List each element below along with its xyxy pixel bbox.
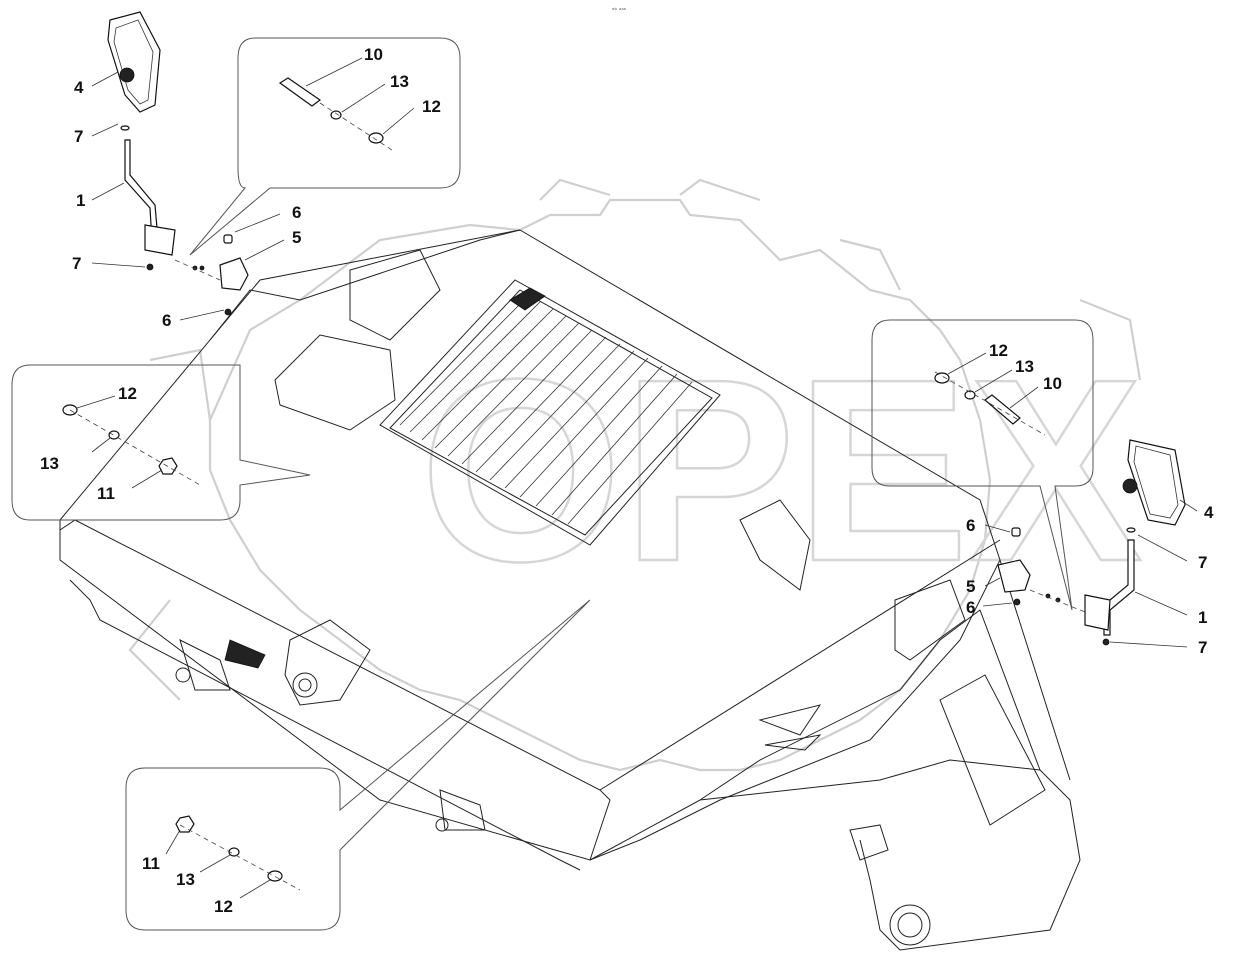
label-4-right: 4 [1204,503,1214,522]
label-6-left-top: 6 [292,203,301,222]
label-6-left-bottom: 6 [162,311,171,330]
label-12-right: 12 [989,341,1008,360]
watermark-text: OPEX [420,326,1144,616]
label-1-left: 1 [76,191,85,210]
left-mirror-assembly [107,11,249,316]
hitch-bracket [284,619,371,706]
label-11-bottom: 11 [142,854,160,873]
label-10-top: 10 [364,45,383,64]
label-13-right: 13 [1015,357,1034,376]
left-mount-block [219,257,249,291]
label-12-top: 12 [422,97,441,116]
label-6-right-top: 6 [966,516,975,535]
label-13-top: 13 [390,72,409,91]
callout-left [11,364,311,521]
label-7-right-top: 7 [1198,553,1207,572]
label-13-left: 13 [40,454,59,473]
right-door-panel [894,579,966,661]
label-10-right: 10 [1043,374,1062,393]
label-5-left: 5 [292,228,301,247]
callout-top [189,37,461,256]
label-7-left-bottom: 7 [72,254,81,273]
callout-right [871,319,1094,611]
machine-body [59,229,1081,951]
grille-vent [509,287,546,311]
label-11-left: 11 [97,484,115,503]
label-1-right: 1 [1198,608,1207,627]
label-6-right-bottom: 6 [966,598,975,617]
label-5-right: 5 [966,577,975,596]
right-mount-block [997,559,1031,593]
part-labels: 4 7 1 7 6 5 6 10 13 12 12 13 11 11 13 12… [40,45,1214,916]
leader-lines [76,57,1198,899]
header-code: ᵉᵇ ᵃᵃᵃ [612,7,626,14]
left-panel [274,334,396,431]
label-7-right-bottom: 7 [1198,638,1207,657]
label-7-left-top: 7 [74,127,83,146]
bolt-10-top [278,77,322,107]
right-mirror-assembly [997,439,1186,646]
label-4-left: 4 [74,78,84,97]
grille-slats [399,295,693,525]
callout-bottom [125,599,591,931]
watermark-gear [128,178,1142,772]
label-12-left: 12 [118,384,137,403]
label-13-bottom: 13 [176,870,195,889]
label-12-bottom: 12 [214,897,233,916]
left-mirror-head [107,11,161,113]
pivot-block [849,824,889,861]
